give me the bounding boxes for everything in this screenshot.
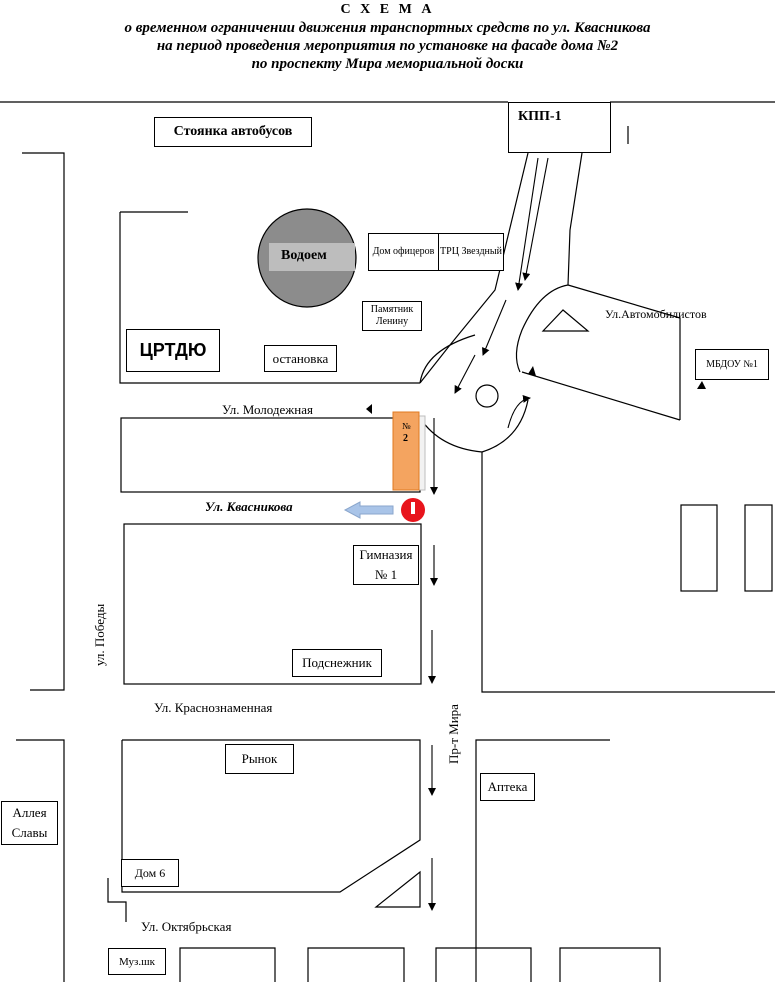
traffic-arrow xyxy=(522,157,549,281)
house-2-building xyxy=(392,411,420,491)
direction-marker xyxy=(697,381,706,389)
road-edge-kpp-left xyxy=(419,152,529,384)
block-house-2 xyxy=(120,417,421,493)
mbdou-box: МБДОУ №1 xyxy=(695,349,769,380)
schema-title-line-2: на период проведения мероприятия по уста… xyxy=(156,38,619,54)
road-edge-avtomobilistov-top xyxy=(567,284,681,420)
road-edge-corner xyxy=(107,878,127,922)
avenue-mira: Пр-т Мира xyxy=(446,704,461,764)
building-bottom-2 xyxy=(307,947,405,982)
gymnasium-box: Гимназия № 1 xyxy=(353,545,419,585)
traffic-arrow xyxy=(515,157,539,291)
schema-title-line-3: по проспекту Мира мемориальной доски xyxy=(251,56,524,72)
street-molodezhnaya: Ул. Молодежная xyxy=(222,402,313,417)
triangle-island-south xyxy=(374,870,421,908)
traffic-arrow xyxy=(482,299,507,356)
road-edge-east-lower xyxy=(475,739,610,982)
house-6-box: Дом 6 xyxy=(121,859,179,887)
building-right-2 xyxy=(744,504,773,592)
street-krasnoznamennaya: Ул. Краснознаменная xyxy=(154,700,273,715)
house-2-number-sign: № xyxy=(402,421,411,431)
street-pobedy: ул. Победы xyxy=(92,603,107,666)
music-school-box: Муз.шк xyxy=(108,948,166,975)
schema-heading: С Х Е М А xyxy=(340,2,435,17)
building-right-1 xyxy=(680,504,718,592)
block-reservoir-edge xyxy=(119,212,420,384)
building-bottom-1 xyxy=(179,947,276,982)
pharmacy-box: Аптека xyxy=(480,773,535,801)
road-edge-pobedy xyxy=(22,152,65,691)
bus-parking-box: Стоянка автобусов xyxy=(154,117,312,147)
detour-arrow xyxy=(343,501,394,519)
trc-box: ТРЦ Звездный xyxy=(438,233,504,271)
roundabout-curve-nw xyxy=(419,334,476,384)
roundabout-curve-ne xyxy=(515,284,569,373)
podsnezhnik-box: Подснежник xyxy=(292,649,382,677)
reservoir-label: Водоем xyxy=(281,248,327,263)
road-edge-kpp-right xyxy=(567,152,583,286)
alley-of-glory-box: Аллея Славы xyxy=(1,801,58,845)
roundabout-island xyxy=(475,384,499,408)
road-edge-east xyxy=(419,417,775,693)
street-oktyabrskaya: Ул. Октябрьская xyxy=(141,919,232,934)
building-bottom-4 xyxy=(559,947,661,982)
house-2-number: 2 xyxy=(403,433,408,444)
crtdyu-box: ЦРТДЮ xyxy=(126,329,220,372)
triangle-island-north xyxy=(541,309,590,332)
bus-stop-box: остановка xyxy=(264,345,337,372)
no-entry-bar xyxy=(411,502,415,514)
road-edge-avtomobilistov-bottom xyxy=(521,371,681,421)
market-box: Рынок xyxy=(225,744,294,774)
roundabout-curve-se xyxy=(481,399,529,453)
kpp-box: КПП-1 xyxy=(508,102,611,153)
direction-marker xyxy=(366,404,372,414)
street-kvasnikova: Ул. Квасникова xyxy=(205,499,293,514)
direction-marker xyxy=(528,366,536,376)
building-bottom-3 xyxy=(435,947,532,982)
block-gymnasium xyxy=(123,523,422,685)
street-avtomobilistov: Ул.Автомобилистов xyxy=(605,307,707,321)
lenin-monument-box: Памятник Ленину xyxy=(362,301,422,331)
schema-title-line-1: о временном ограничении движения транспо… xyxy=(124,20,651,36)
traffic-arrow xyxy=(454,354,476,394)
officers-house-box: Дом офицеров xyxy=(368,233,439,271)
road-edge-alley xyxy=(16,739,65,982)
reservoir-label-bg xyxy=(269,243,355,271)
traffic-arrow xyxy=(507,394,531,429)
